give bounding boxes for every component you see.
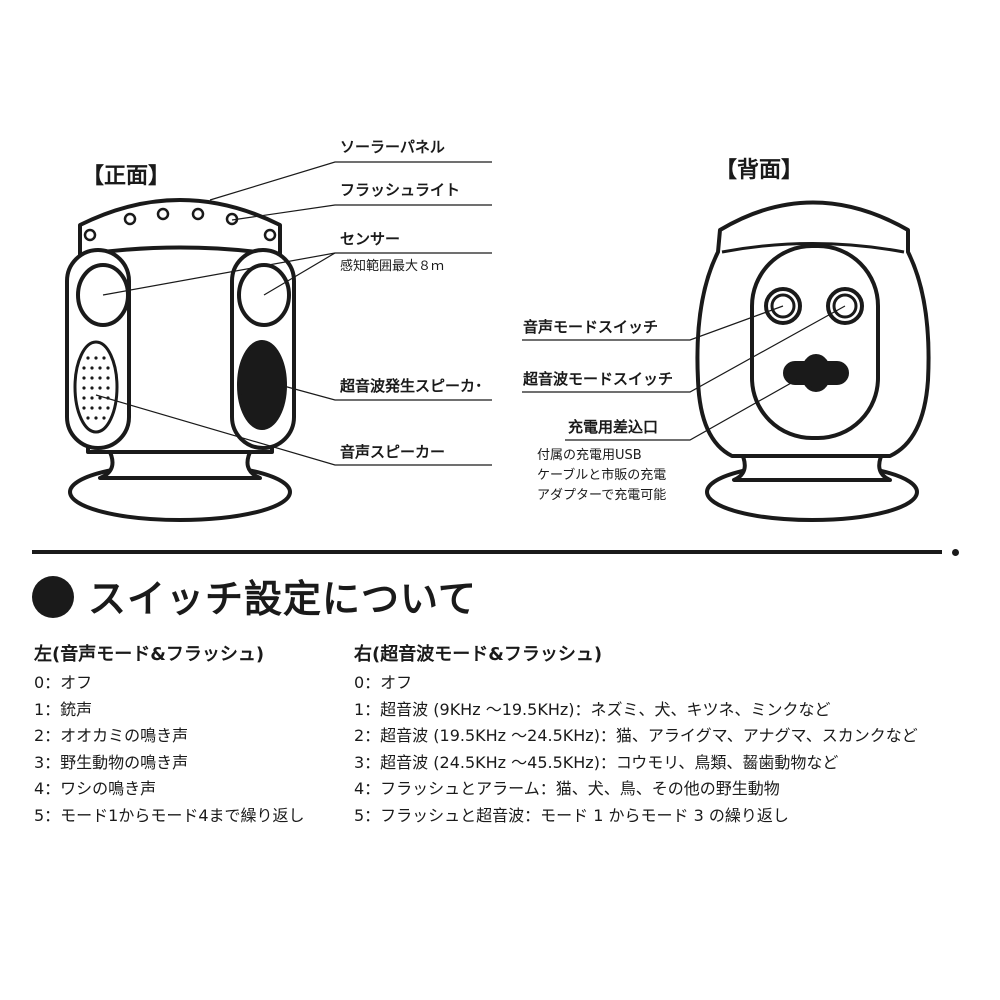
front-heading: 【正面】 [82, 164, 171, 189]
left-switch-item: 3：野生動物の鳴き声 [34, 752, 189, 772]
right-switch-item: 5：フラッシュと超音波：モード 1 からモード 3 の繰り返し [354, 805, 789, 825]
section-bullet-icon [32, 576, 74, 618]
right-switch-column: 右(超音波モード&フラッシュ) 0：オフ 1：超音波 (9KHz ～19.5KH… [354, 640, 994, 829]
left-switch-item: 5：モード1からモード4まで繰り返し [34, 805, 305, 825]
flash-light [263, 228, 277, 242]
section-divider [32, 550, 942, 554]
label-sensor: センサー [340, 230, 401, 248]
back-top-line [721, 242, 905, 254]
charging-note-line: アダプターで充電可能 [537, 488, 667, 503]
label-sensor-range: 感知範囲最大８ｍ [340, 259, 445, 274]
leader-lines-front [95, 161, 492, 466]
flash-light [83, 228, 97, 242]
right-switch-item: 2：超音波 (19.5KHz ～24.5KHz)：猫、アライグマ、アナグマ、スカ… [354, 726, 918, 745]
left-switch-column: 左(音声モード&フラッシュ) 0：オフ 1：銃声 2：オオカミの鳴き声 3：野生… [34, 640, 334, 829]
solar-panel [78, 198, 282, 257]
charging-note-line: 付属の充電用USB [537, 448, 642, 463]
flash-light [156, 207, 170, 221]
leader-lines-back [522, 305, 846, 441]
label-flash-light: フラッシュライト [340, 181, 461, 199]
ultrasonic-speaker [237, 340, 287, 430]
charging-note-line: ケーブルと市販の充電 [537, 468, 667, 483]
left-switch-heading: 左(音声モード&フラッシュ) [34, 644, 265, 665]
label-solar-panel: ソーラーパネル [340, 138, 445, 156]
left-switch-item: 4：ワシの鳴き声 [34, 779, 157, 798]
label-voice-mode-switch: 音声モードスイッチ [523, 318, 659, 336]
left-switch-item: 1：銃声 [34, 699, 93, 719]
section-title: スイッチ設定について [88, 577, 477, 621]
divider-dot [952, 549, 959, 556]
right-switch-item: 4：フラッシュとアラーム：猫、犬、鳥、その他の野生動物 [354, 779, 780, 798]
right-switch-item: 3：超音波 (24.5KHz ～45.5KHz)：コウモリ、鳥類、齧歯動物など [354, 752, 839, 772]
label-voice-speaker: 音声スピーカー [340, 443, 446, 461]
flash-light [191, 207, 205, 221]
device-illustration [65, 161, 931, 522]
right-switch-item: 0：オフ [354, 673, 413, 692]
left-switch-item: 0：オフ [34, 673, 93, 692]
grille-dots [82, 356, 110, 420]
label-charging-port: 充電用差込口 [568, 418, 659, 436]
right-switch-item: 1：超音波 (9KHz ～19.5KHz)：ネズミ、犬、キツネ、ミンクなど [354, 699, 831, 719]
flash-light [123, 212, 137, 226]
back-panel [750, 244, 880, 440]
back-heading: 【背面】 [715, 158, 804, 183]
voice-speaker-grille [73, 340, 119, 434]
left-switch-item: 2：オオカミの鳴き声 [34, 726, 189, 745]
product-diagram: 【正面】 【背面】 ソーラーパネル フラッシュライト センサー 感知範囲最大８ｍ… [65, 138, 931, 522]
label-ultrasonic-speaker: 超音波発生スピーカ･ [340, 377, 483, 395]
right-switch-heading: 右(超音波モード&フラッシュ) [354, 644, 603, 665]
front-stem [98, 446, 262, 480]
label-ultrasonic-mode-switch: 超音波モードスイッチ [523, 370, 674, 388]
